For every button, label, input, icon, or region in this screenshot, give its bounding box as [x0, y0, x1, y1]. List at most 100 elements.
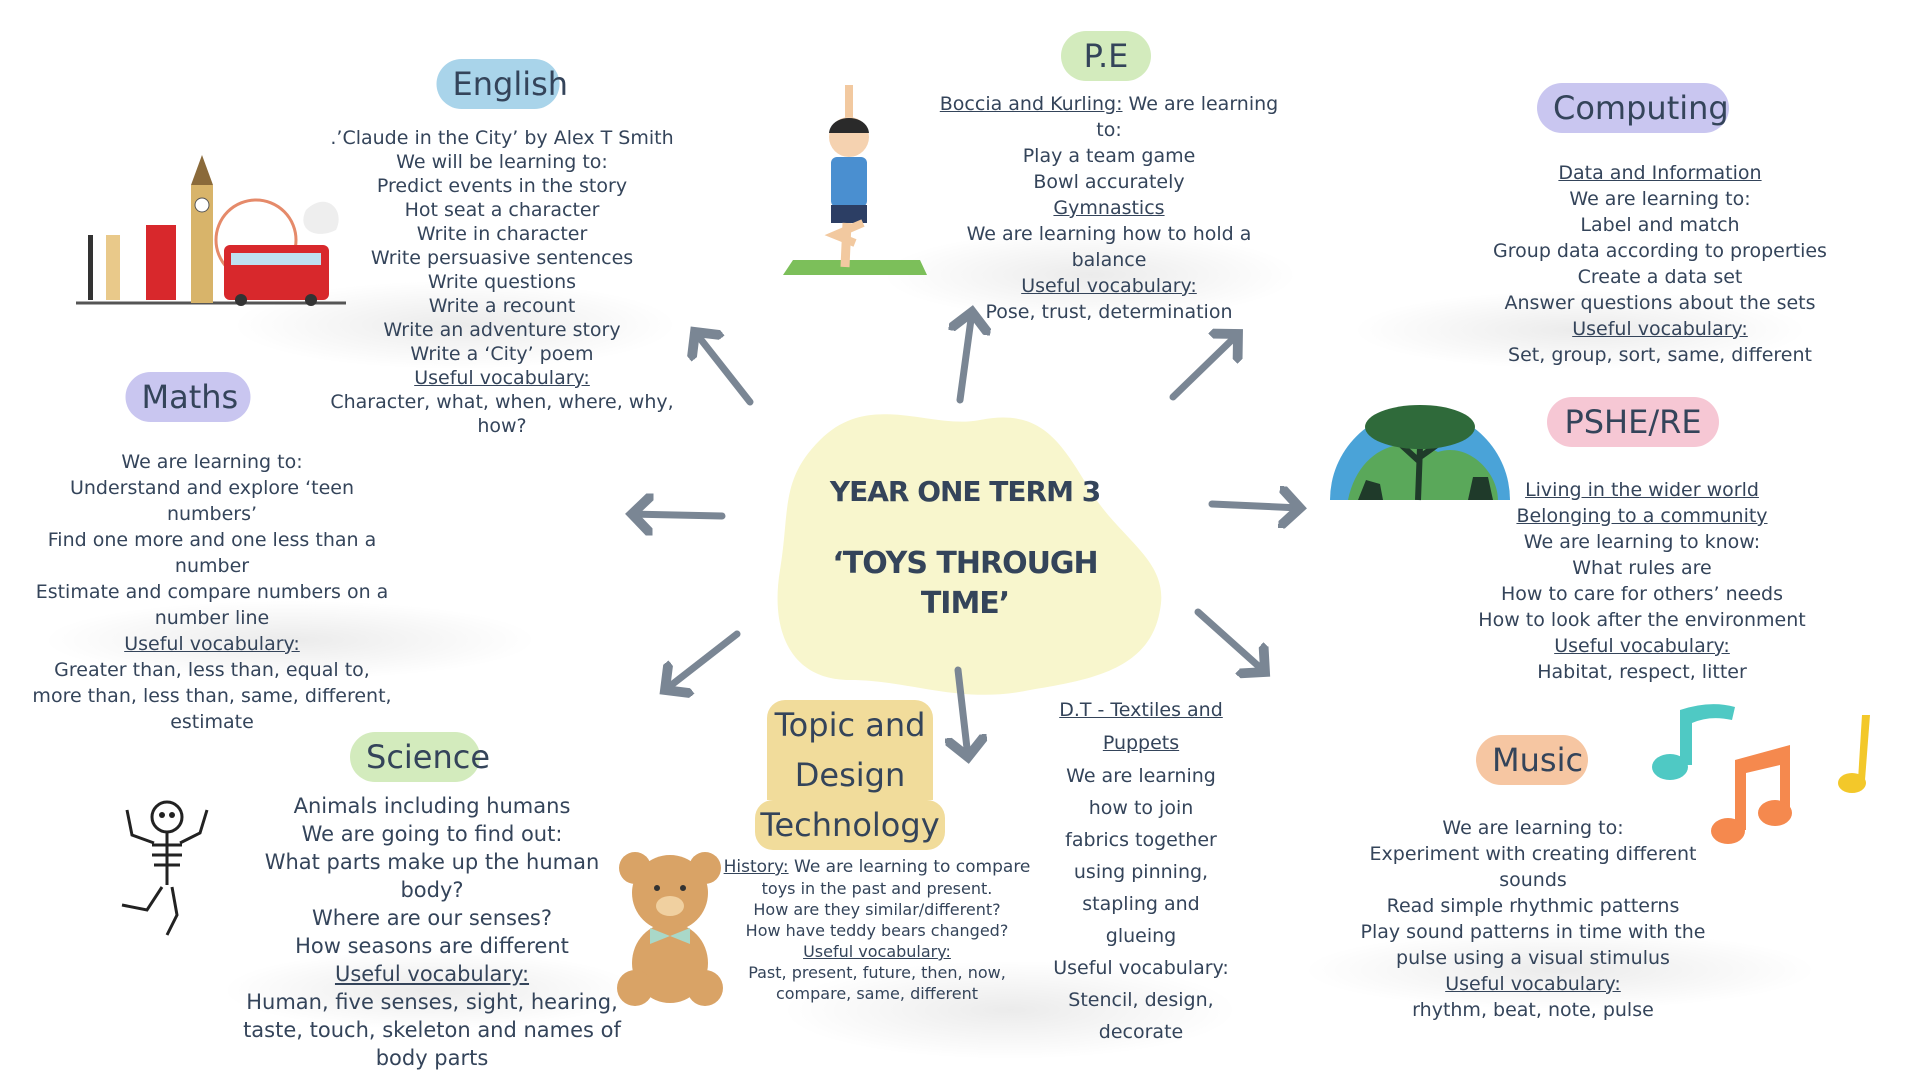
topic-title-line: Topic and	[767, 700, 933, 750]
center-line-1: YEAR ONE TERM 3	[829, 475, 1101, 508]
center-title: YEAR ONE TERM 3 ‘TOYS THROUGH TIME’	[829, 472, 1101, 624]
dt-line: We are learning	[1066, 765, 1216, 787]
music-content: We are learning to: Experiment with crea…	[1361, 815, 1706, 1023]
maths-line: Estimate and compare numbers on a	[35, 581, 389, 603]
history-line: How are they similar/different?	[753, 900, 1001, 919]
history-line: We are learning to compare	[794, 857, 1031, 877]
computing-content: Data and Information We are learning to:…	[1493, 160, 1827, 368]
arrow-computing	[1169, 334, 1238, 401]
dt-title: Puppets	[1102, 732, 1180, 754]
maths-line: number line	[154, 607, 270, 629]
history-line: toys in the past and present.	[761, 879, 993, 898]
science-line: We are going to find out:	[301, 822, 563, 846]
music-line: pulse using a visual stimulus	[1396, 947, 1670, 969]
dt-line: glueing	[1105, 925, 1177, 947]
computing-line: Group data according to properties	[1493, 240, 1827, 262]
arrow-maths	[632, 514, 726, 516]
pshe-vocab: Habitat, respect, litter	[1537, 661, 1747, 683]
computing-line: We are learning to:	[1569, 188, 1751, 210]
dt-line: how to join	[1088, 797, 1194, 819]
history-first-line: History: We are learning to compare	[724, 857, 1031, 878]
computing-title: Computing	[1537, 83, 1729, 133]
arrow-topic	[958, 666, 968, 757]
english-title: English	[436, 59, 568, 109]
london-illustration	[76, 155, 346, 306]
pshe-vocab-label: Useful vocabulary:	[1554, 635, 1730, 657]
dt-line: decorate	[1098, 1021, 1184, 1043]
earth-wildlife-illustration	[1330, 405, 1510, 501]
pe-boccia: Boccia and Kurling: We are learning	[940, 91, 1278, 117]
dt-line: fabrics together	[1065, 829, 1217, 851]
computing-vocab-label: Useful vocabulary:	[1572, 318, 1748, 340]
pe-line: Bowl accurately	[1033, 171, 1185, 193]
english-line: Write questions	[427, 271, 577, 293]
yoga-child-illustration	[783, 85, 927, 275]
science-line: What parts make up the human	[264, 850, 600, 874]
english-vocab-label: Useful vocabulary:	[414, 367, 590, 389]
pe-sub2: Gymnastics	[1053, 197, 1165, 219]
topic-title: Topic and Design Technology	[755, 700, 945, 850]
english-line: Write in character	[416, 223, 588, 245]
science-vocab: Human, five senses, sight, hearing,	[246, 990, 618, 1014]
center-blob	[777, 414, 1162, 695]
dt-line: using pinning,	[1073, 861, 1209, 883]
computing-line: Label and match	[1580, 214, 1740, 236]
maths-vocab: more than, less than, same, different,	[32, 685, 392, 707]
maths-line: Understand and explore ‘teen	[69, 477, 355, 499]
pshe-content: Living in the wider world Belonging to a…	[1478, 477, 1805, 685]
topic-history-content: History: We are learning to compare toys…	[724, 857, 1031, 1004]
arrow-pe	[960, 312, 972, 404]
arrow-english	[695, 332, 754, 406]
center-line-2: ‘TOYS THROUGH	[832, 546, 1098, 581]
pe-line: We are learning how to hold a	[966, 223, 1252, 245]
english-vocab: Character, what, when, where, why,	[330, 391, 674, 413]
history-vocab: Past, present, future, then, now,	[748, 963, 1006, 982]
science-content: Animals including humans We are going to…	[243, 792, 621, 1072]
science-vocab: body parts	[375, 1046, 489, 1070]
pe-title: P.E	[1061, 31, 1151, 81]
pshe-line: We are learning to know:	[1523, 531, 1761, 553]
science-line: body?	[400, 878, 464, 902]
maths-content: We are learning to: Understand and explo…	[32, 449, 391, 735]
teddy-bear-illustration	[617, 852, 723, 1006]
science-line: Animals including humans	[293, 794, 571, 818]
skeleton-illustration	[121, 800, 209, 936]
music-line: We are learning to:	[1442, 817, 1624, 839]
pe-sub1: Boccia and Kurling:	[939, 93, 1123, 115]
pe-content: Boccia and Kurling: We are learning to: …	[940, 91, 1278, 325]
history-line: How have teddy bears changed?	[745, 921, 1009, 940]
english-line: We will be learning to:	[396, 151, 608, 173]
music-vocab-label: Useful vocabulary:	[1445, 973, 1621, 995]
arrow-music	[1194, 608, 1265, 672]
pe-line: balance	[1071, 249, 1147, 271]
dt-content: D.T - Textiles and Puppets We are learni…	[1053, 694, 1229, 1048]
english-line: Write persuasive sentences	[370, 247, 634, 269]
music-title: Music	[1476, 735, 1588, 785]
pe-vocab-label: Useful vocabulary:	[1021, 275, 1197, 297]
computing-line: Answer questions about the sets	[1504, 292, 1816, 314]
science-vocab-label: Useful vocabulary:	[334, 962, 530, 986]
arrow-science	[665, 630, 741, 690]
pe-vocab: Pose, trust, determination	[985, 301, 1233, 323]
pe-line: to:	[1096, 119, 1122, 141]
music-line: Play sound patterns in time with the	[1360, 921, 1706, 943]
center-line-3: TIME’	[920, 586, 1010, 621]
pshe-line: How to look after the environment	[1478, 609, 1806, 631]
english-line: Hot seat a character	[404, 199, 600, 221]
history-vocab-label: Useful vocabulary:	[803, 942, 951, 961]
topic-title-line: Design	[767, 750, 933, 800]
science-vocab: taste, touch, skeleton and names of	[243, 1018, 621, 1042]
english-line: Write an adventure story	[383, 319, 621, 341]
maths-line: numbers’	[166, 503, 258, 525]
maths-vocab-label: Useful vocabulary:	[124, 633, 300, 655]
english-line: .’Claude in the City’ by Alex T Smith	[330, 127, 674, 149]
pshe-title: PSHE/RE	[1547, 397, 1719, 447]
computing-sub: Data and Information	[1558, 162, 1762, 184]
dt-line: Stencil, design,	[1068, 989, 1214, 1011]
history-vocab: compare, same, different	[775, 984, 979, 1003]
pshe-sub2: Belonging to a community	[1516, 505, 1768, 527]
english-line: Write a ‘City’ poem	[410, 343, 594, 365]
pshe-line: What rules are	[1572, 557, 1712, 579]
english-line: Write a recount	[428, 295, 576, 317]
